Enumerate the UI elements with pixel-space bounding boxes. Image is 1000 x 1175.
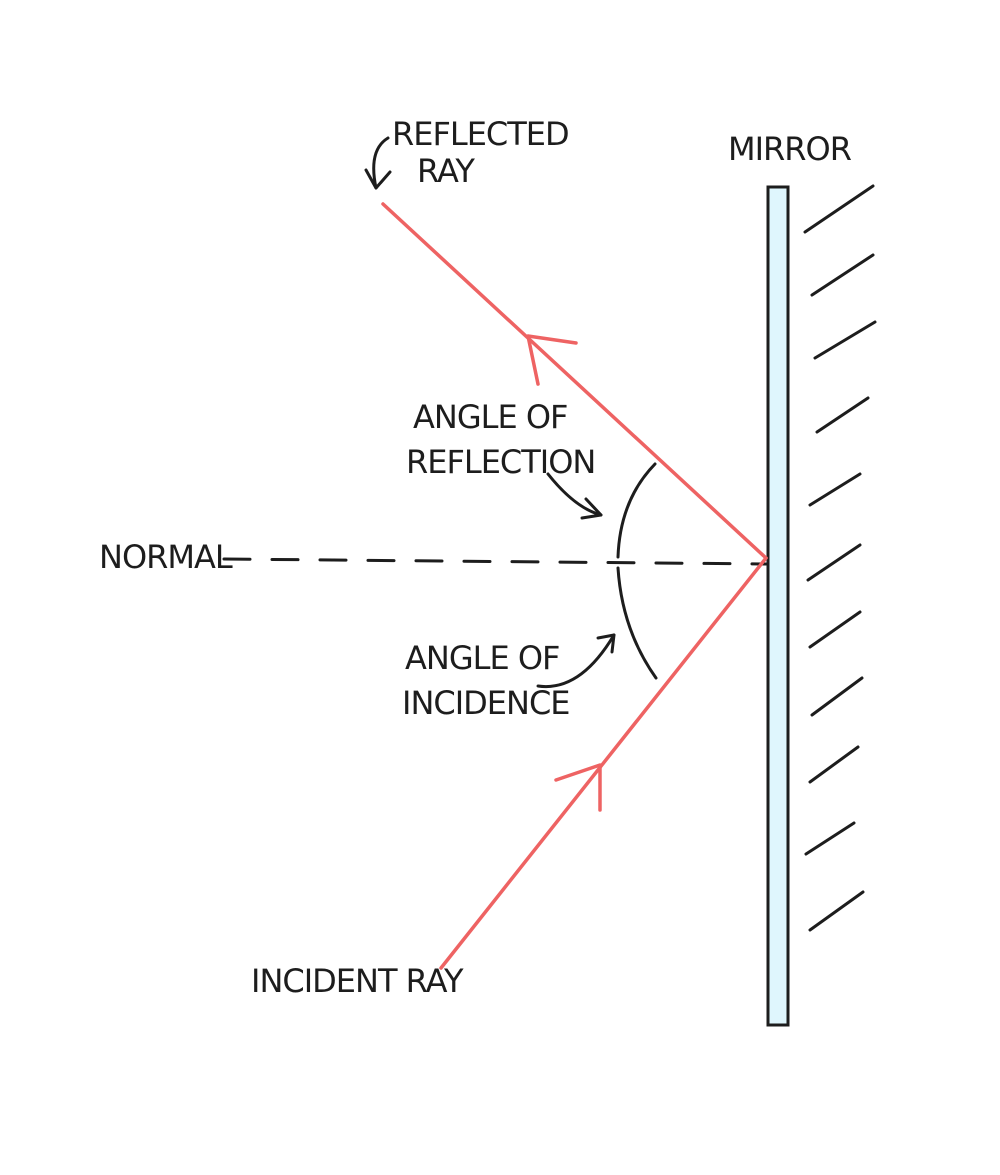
incident-ray-label: INCIDENT RAY bbox=[251, 962, 464, 1000]
angle-of-incidence-arc bbox=[616, 566, 658, 680]
normal-label: NORMAL bbox=[99, 538, 233, 576]
reflected-ray-arrowhead bbox=[526, 334, 578, 386]
angle-of-reflection-label-line1: ANGLE OF bbox=[413, 398, 567, 436]
reflected-ray-label-line2: RAY bbox=[417, 152, 475, 190]
angle-of-incidence-pointer-arrow bbox=[536, 633, 616, 689]
incident-ray bbox=[439, 556, 768, 970]
normal-line bbox=[222, 557, 768, 566]
angle-of-reflection-arc bbox=[616, 462, 657, 559]
reflected-ray bbox=[381, 202, 768, 560]
mirror bbox=[766, 185, 790, 1027]
angle-of-reflection-pointer-arrow bbox=[546, 472, 603, 520]
mirror-back-hatching bbox=[803, 184, 877, 932]
angle-of-incidence-label-line1: ANGLE OF bbox=[405, 639, 559, 677]
incident-ray-arrowhead bbox=[554, 763, 602, 812]
angle-of-incidence-label-line2: INCIDENCE bbox=[402, 684, 570, 722]
mirror-label: MIRROR bbox=[728, 130, 852, 168]
reflected-ray-pointer-arrow bbox=[364, 136, 392, 190]
reflected-ray-label-line1: REFLECTED bbox=[392, 115, 569, 153]
angle-of-reflection-label-line2: REFLECTION bbox=[406, 443, 595, 481]
